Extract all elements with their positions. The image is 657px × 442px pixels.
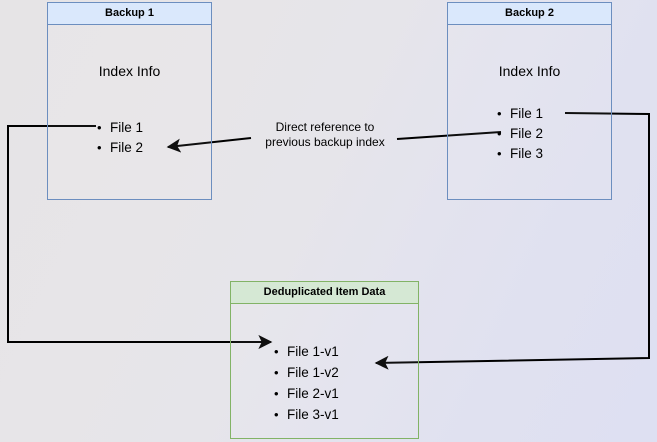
backup-1-file-list: File 1 File 2 [97, 118, 143, 158]
backup-2-file-list: File 1 File 2 File 3 [497, 104, 543, 164]
node-backup-2[interactable]: Backup 2 Index Info File 1 File 2 File 3 [447, 2, 612, 200]
list-item: File 3 [497, 144, 543, 164]
node-deduplicated-item-data-body: File 1-v1 File 1-v2 File 2-v1 File 3-v1 [231, 304, 418, 438]
list-item: File 2 [97, 138, 143, 158]
node-backup-2-body: Index Info File 1 File 2 File 3 [448, 25, 611, 199]
list-item: File 2-v1 [274, 383, 339, 404]
list-item: File 1 [497, 104, 543, 124]
edge-label-line-1: Direct reference to [275, 120, 375, 134]
dedup-file-list: File 1-v1 File 1-v2 File 2-v1 File 3-v1 [274, 341, 339, 425]
node-deduplicated-item-data-header: Deduplicated Item Data [231, 282, 418, 304]
list-item: File 3-v1 [274, 404, 339, 425]
backup-2-index-info-label: Index Info [498, 63, 561, 79]
node-deduplicated-item-data[interactable]: Deduplicated Item Data File 1-v1 File 1-… [230, 281, 419, 439]
backup-1-index-info-label: Index Info [98, 63, 161, 79]
list-item: File 2 [497, 124, 543, 144]
node-backup-1[interactable]: Backup 1 Index Info File 1 File 2 [47, 2, 212, 200]
edge-label-line-2: previous backup index [265, 135, 385, 149]
edge-label-direct-reference: Direct reference to previous backup inde… [251, 120, 399, 150]
node-backup-2-header: Backup 2 [448, 3, 611, 25]
list-item: File 1-v2 [274, 362, 339, 383]
node-backup-1-header: Backup 1 [48, 3, 211, 25]
node-backup-1-body: Index Info File 1 File 2 [48, 25, 211, 199]
list-item: File 1 [97, 118, 143, 138]
list-item: File 1-v1 [274, 341, 339, 362]
